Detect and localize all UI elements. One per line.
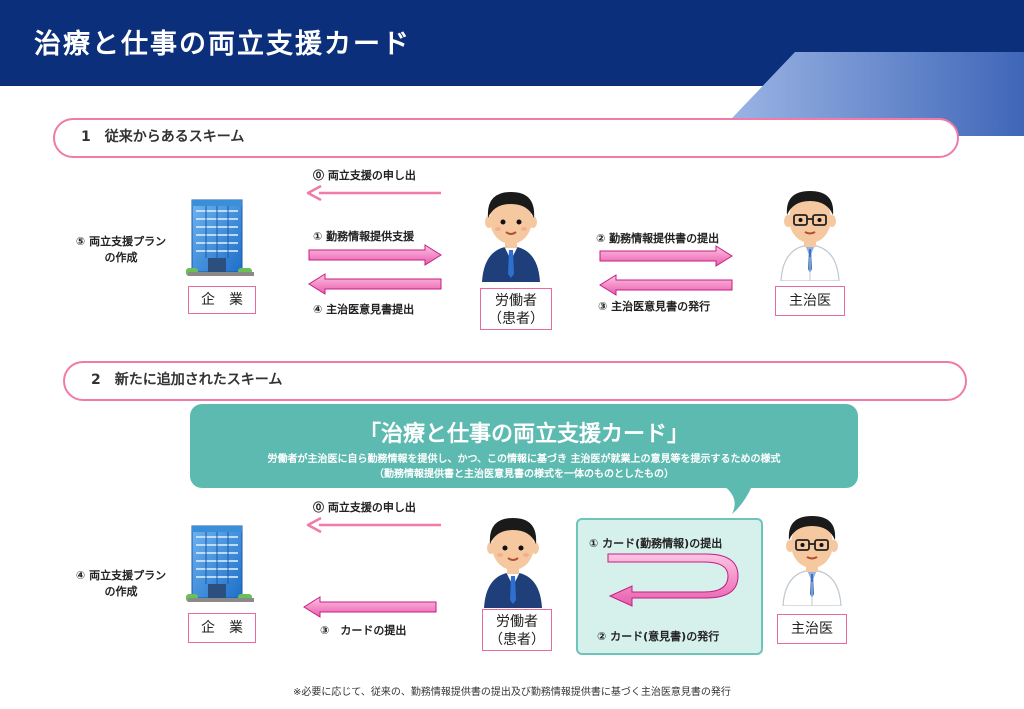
doctor-icon (775, 185, 845, 281)
callout-tail (724, 486, 752, 514)
s2-company-note: ④ 両立支援プラン の作成 (75, 569, 167, 598)
s2-arrow-0 (306, 516, 441, 534)
s1-doctor-box: 主治医 (775, 286, 845, 316)
s1-arrow-3 (599, 274, 733, 296)
worker-icon (476, 186, 546, 282)
header-accent (715, 52, 1024, 136)
callout-line-1: 労働者が主治医に自ら勤務情報を提供し、かつ、この情報に基づき 主治医が就業上の意… (267, 454, 781, 465)
s1-arrow-2-label: ② 勤務情報提供書の提出 (596, 232, 720, 245)
office-building-icon (186, 196, 256, 278)
section-2-title: 2 新たに追加されたスキーム (91, 372, 283, 388)
s2-worker-box: 労働者 （患者） (482, 609, 552, 651)
card-loop-arrow (607, 553, 739, 607)
section-1-bar: 1 従来からあるスキーム (53, 118, 959, 158)
card-1-label: ① カード(勤務情報)の提出 (589, 537, 723, 550)
s1-arrow-0 (306, 184, 441, 202)
s1-arrow-1-label: ① 勤務情報提供支援 (313, 230, 415, 243)
s1-arrow-3-label: ③ 主治医意見書の発行 (598, 300, 711, 313)
card-2-label: ② カード(意見書)の発行 (597, 630, 720, 643)
worker-icon (478, 512, 548, 608)
s1-arrow-4 (308, 273, 442, 295)
s1-company-note: ⑤ 両立支援プラン の作成 (75, 235, 167, 264)
s1-worker-box: 労働者 （患者） (480, 288, 552, 330)
s2-arrow-3-label: ③ カードの提出 (320, 624, 407, 637)
office-building-icon (186, 522, 256, 604)
s2-arrow-0-label: ⓪ 両立支援の申し出 (313, 501, 416, 514)
s1-arrow-2 (599, 245, 733, 267)
footnote: ※必要に応じて、従来の、勤務情報提供書の提出及び勤務情報提供書に基づく主治医意見… (293, 687, 731, 698)
doctor-icon (777, 510, 847, 606)
s2-company-box: 企 業 (188, 613, 256, 643)
header-bar: 治療と仕事の両立支援カード (0, 0, 1024, 86)
section-1-title: 1 従来からあるスキーム (81, 129, 245, 145)
callout-box: 「治療と仕事の両立支援カード」 労働者が主治医に自ら勤務情報を提供し、かつ、この… (190, 404, 858, 488)
s1-company-box: 企 業 (188, 286, 256, 314)
s1-arrow-1 (308, 244, 442, 266)
s2-doctor-box: 主治医 (777, 614, 847, 644)
s1-arrow-0-label: ⓪ 両立支援の申し出 (313, 169, 416, 182)
callout-title: 「治療と仕事の両立支援カード」 (358, 422, 689, 447)
callout-line-2: （勤務情報提供書と主治医意見書の様式を一体のものとしたもの） (374, 469, 674, 480)
section-2-bar: 2 新たに追加されたスキーム (63, 361, 967, 401)
page-title: 治療と仕事の両立支援カード (34, 29, 411, 60)
s1-arrow-4-label: ④ 主治医意見書提出 (313, 303, 415, 316)
s2-arrow-3 (303, 596, 437, 618)
